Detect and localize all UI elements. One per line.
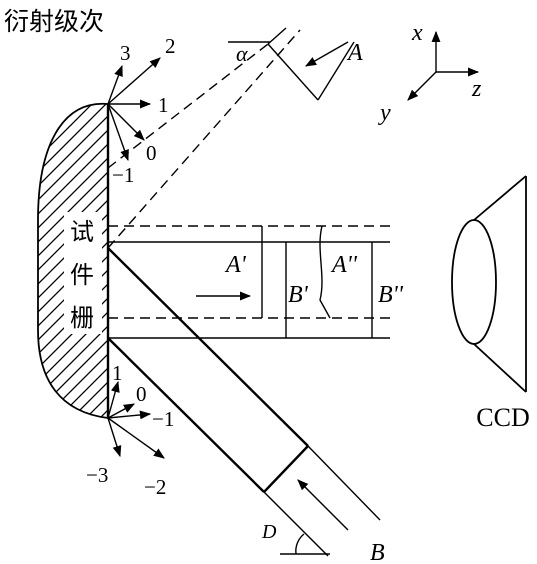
title: 衍射级次 [4,7,104,36]
y-axis-label: y [378,100,391,126]
output-beams [108,225,390,339]
d-angle-arc [295,533,305,555]
ccd-label: CCD [476,403,529,432]
order-label-up-1: 1 [158,93,169,117]
order-arrow-down-m1 [107,410,152,420]
beam-bprime-label: B' [288,282,309,308]
beam-b-upper-ext [307,445,381,521]
beam-a-label: A [346,40,363,66]
ccd-bottom-edge [473,343,527,393]
y-axis [407,71,437,101]
order-arrow-up-0 [107,103,145,141]
beam-a-upper-ext [267,27,287,45]
beam-b-label: B [370,540,385,564]
grating-label-3: 栅 [70,304,94,332]
beam-a-front [267,43,319,101]
order-label-down-0: 0 [136,382,147,406]
order-label-up-2: 2 [165,34,176,58]
beam-b-front [263,445,309,493]
beam-a-lower-ext [317,41,355,101]
alpha-label: α [236,41,248,66]
order-arrow-up-m1 [107,103,129,162]
beam-a-edge-lower [107,29,301,249]
order-label-down-m2: −2 [144,475,166,499]
beam-b-lower-ext [263,491,329,557]
order-label-down-m1: −1 [152,407,174,431]
lower-orders [107,380,165,459]
grating-label-2: 件 [70,261,94,289]
ccd-detector [451,175,527,393]
adouble-marker [319,225,331,319]
ccd-top-edge [473,175,527,221]
order-arrow-down-1 [107,380,120,419]
ccd-lens [451,219,497,345]
beam-a-arrow [305,41,349,67]
order-label-up-3: 3 [120,41,131,65]
order-label-down-1: 1 [112,361,123,385]
order-arrow-down-m2 [107,417,165,459]
beam-a [107,27,355,249]
order-label-up-m1: −1 [112,163,134,187]
coordinate-axes [407,30,480,101]
order-label-down-m3: −3 [86,463,108,487]
order-arrow-down-m3 [107,417,122,458]
beam-b-arrow [297,479,349,531]
grating-label-1: 试 [70,218,94,246]
beam-aprime-label: A' [224,252,247,278]
order-label-up-0: 0 [146,141,157,165]
grating-label-bg [64,212,102,334]
order-arrow-down-0 [107,403,135,419]
beam-b [107,247,381,557]
beam-a-edge-upper [107,43,269,169]
beam-b-edge-upper [107,247,309,447]
upper-orders [107,57,161,162]
x-axis-label: x [411,20,423,46]
order-arrow-up-2 [107,57,161,105]
beam-adouble-label: A'' [330,252,358,278]
order-arrow-up-3 [107,64,123,105]
d-angle-label: D [261,521,277,543]
beam-bdouble-label: B'' [378,282,404,308]
beam-b-edge-lower [107,337,265,493]
z-axis-label: z [471,76,482,102]
